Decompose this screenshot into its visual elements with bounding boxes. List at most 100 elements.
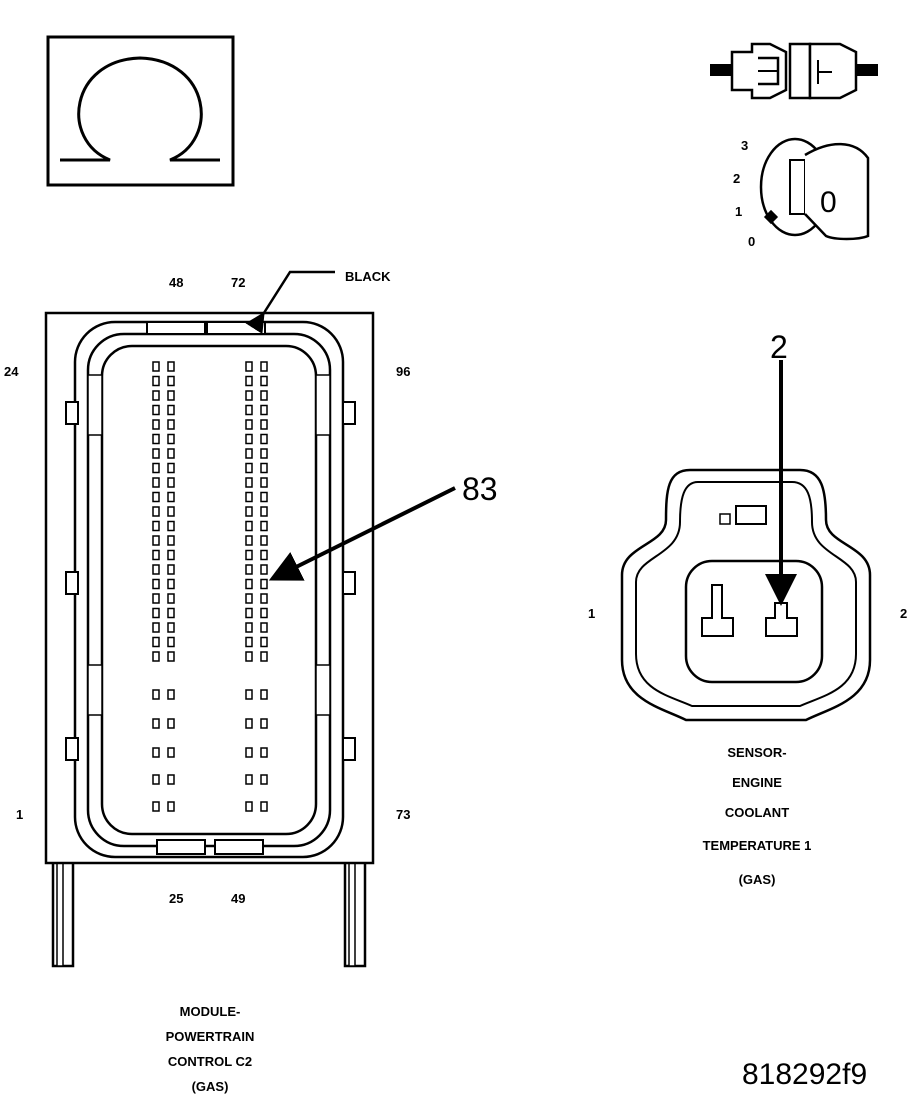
pin-cavity xyxy=(260,636,268,648)
pin-cavity xyxy=(245,636,253,648)
pin-cavity xyxy=(260,477,268,488)
ect-pin-label-2: 2 xyxy=(900,606,907,621)
pcm-connector-body xyxy=(44,311,375,968)
pin-cavity xyxy=(260,361,268,372)
connector-color-label: BLACK xyxy=(345,269,391,284)
pin-label-25: 25 xyxy=(169,891,183,906)
pin-cavity xyxy=(245,578,253,590)
pin-cavity xyxy=(152,549,160,561)
pin-cavity xyxy=(167,535,175,546)
pin-cavity xyxy=(260,520,268,532)
pin-cavity xyxy=(152,375,160,387)
pin-cavity xyxy=(167,404,175,416)
key-position-0: 0 xyxy=(748,234,755,249)
pin-cavity xyxy=(260,390,268,401)
pin-cavity xyxy=(152,593,160,604)
pin-cavity xyxy=(167,462,175,474)
pin-cavity xyxy=(152,491,160,503)
pin-cavity xyxy=(245,462,253,474)
pin-label-73: 73 xyxy=(396,807,410,822)
pin-cavity xyxy=(245,361,253,372)
pin-cavity xyxy=(245,433,253,445)
key-position-3: 3 xyxy=(741,138,748,153)
pin-cavity xyxy=(167,448,175,459)
ect-pin-label-1: 1 xyxy=(588,606,595,621)
pin-cavity xyxy=(167,774,175,785)
pin-cavity xyxy=(260,607,268,619)
pin-cavity xyxy=(167,651,175,662)
pin-cavity xyxy=(260,448,268,459)
pin-cavity xyxy=(167,578,175,590)
pin-cavity xyxy=(167,477,175,488)
pin-cavity xyxy=(245,718,253,729)
ect-caption-line-3: COOLANT xyxy=(725,805,789,820)
pcm-caption-line-3: CONTROL C2 xyxy=(168,1054,252,1069)
pin-cavity xyxy=(152,520,160,532)
pin-cavity xyxy=(167,520,175,532)
pin-cavity xyxy=(152,535,160,546)
pin-cavity xyxy=(260,375,268,387)
pin-cavity xyxy=(167,607,175,619)
pin-cavity xyxy=(152,636,160,648)
pin-cavity xyxy=(245,593,253,604)
pin-cavity xyxy=(167,433,175,445)
pin-cavity xyxy=(260,462,268,474)
pin-cavity xyxy=(245,448,253,459)
pin-cavity xyxy=(245,477,253,488)
pin-cavity xyxy=(152,477,160,488)
ignition-key-icon xyxy=(759,137,870,241)
pin-cavity xyxy=(245,549,253,561)
pin-cavity xyxy=(167,390,175,401)
pin-cavity xyxy=(245,774,253,785)
pin-cavity xyxy=(152,578,160,590)
pin-cavity xyxy=(167,593,175,604)
pin-label-72: 72 xyxy=(231,275,245,290)
pin-cavity xyxy=(260,549,268,561)
pin-cavity xyxy=(167,801,175,812)
pin-83-callout-label: 83 xyxy=(462,471,498,507)
pin-cavity xyxy=(260,622,268,633)
pin-cavity xyxy=(152,419,160,430)
pin-label-48: 48 xyxy=(169,275,183,290)
pin-cavity xyxy=(260,689,268,700)
pin-cavity xyxy=(152,622,160,633)
key-label: 0 xyxy=(820,186,837,219)
pin-cavity xyxy=(245,747,253,758)
ect-caption-line-2: ENGINE xyxy=(732,775,782,790)
pin-83-callout-arrow xyxy=(268,486,456,581)
pcm-caption-line-2: POWERTRAIN xyxy=(166,1029,255,1044)
pin-cavity xyxy=(152,361,160,372)
pin-cavity xyxy=(152,689,160,700)
pin-cavity xyxy=(245,506,253,517)
pin-label-1: 1 xyxy=(16,807,23,822)
pin-cavity xyxy=(260,419,268,430)
pin-cavity xyxy=(167,491,175,503)
pin-cavity xyxy=(260,433,268,445)
pin-cavity xyxy=(167,419,175,430)
pin-label-49: 49 xyxy=(231,891,245,906)
ohmmeter-icon xyxy=(46,35,235,187)
pin-cavity xyxy=(167,506,175,517)
pin-cavity xyxy=(260,564,268,575)
pin-cavity xyxy=(245,651,253,662)
pin-label-96: 96 xyxy=(396,364,410,379)
pin-cavity xyxy=(152,747,160,758)
pin-cavity xyxy=(152,404,160,416)
pcm-caption-line-4: (GAS) xyxy=(192,1079,229,1094)
pcm-caption-line-1: MODULE- xyxy=(180,1004,241,1019)
key-position-1: 1 xyxy=(735,204,742,219)
pin-cavity xyxy=(167,689,175,700)
pin-cavity xyxy=(260,747,268,758)
pin-cavity xyxy=(245,375,253,387)
pin-cavity xyxy=(260,404,268,416)
pin-cavity xyxy=(152,448,160,459)
pin-cavity xyxy=(152,462,160,474)
pin-cavity xyxy=(245,801,253,812)
figure-id: 818292f9 xyxy=(742,1058,867,1091)
pin-cavity xyxy=(260,718,268,729)
pin-cavity xyxy=(260,506,268,517)
black-leader-arrow xyxy=(245,270,335,335)
pin-cavity xyxy=(167,718,175,729)
pin-cavity xyxy=(260,593,268,604)
